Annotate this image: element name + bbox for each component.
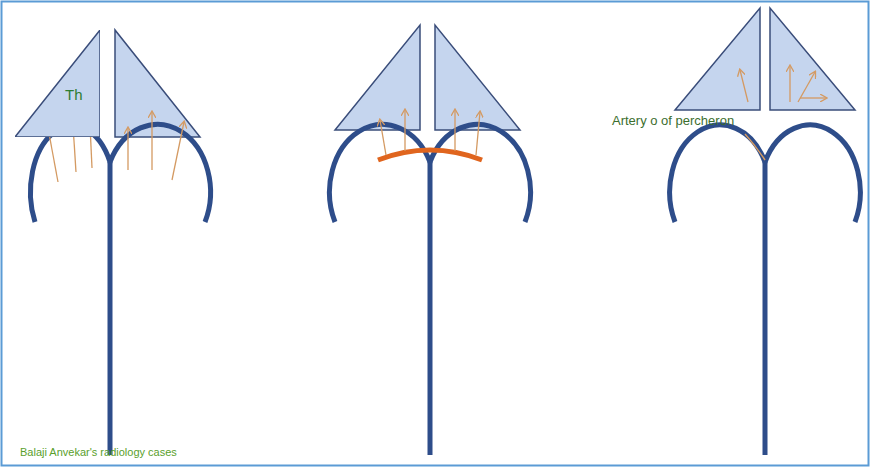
thalamus-triangle xyxy=(335,25,420,130)
thalamus-triangle xyxy=(675,8,760,110)
percheron-artery xyxy=(745,134,765,160)
basilar-artery xyxy=(763,162,768,455)
perforator-arrows xyxy=(380,110,480,155)
thalamus-triangle xyxy=(435,25,520,130)
structure-label: Th xyxy=(65,86,83,103)
basilar-artery xyxy=(108,162,113,455)
callout-label: Artery o of percheron xyxy=(612,114,734,129)
arcade-vessel xyxy=(378,150,482,160)
thalamus-triangle xyxy=(115,30,200,137)
basilar-artery xyxy=(428,162,433,455)
thalamus-triangle: Th xyxy=(15,30,100,137)
perforator-arrows xyxy=(740,66,826,102)
triangle-outline xyxy=(15,30,100,137)
posterior-cerebral-arcs xyxy=(30,124,210,222)
thalamus-triangle xyxy=(770,8,855,110)
watermark: Balaji Anvekar's radiology cases xyxy=(20,446,177,459)
